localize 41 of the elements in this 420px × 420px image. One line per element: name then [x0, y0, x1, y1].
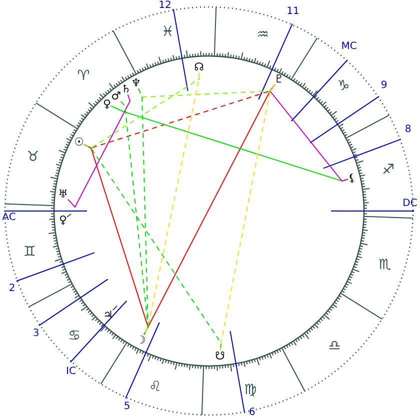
- zodiac-sign-glyph: ♓: [161, 24, 174, 39]
- angle-label: MC: [341, 42, 357, 52]
- zodiac-sign-glyph: ♈: [77, 69, 90, 84]
- planet-glyph: ♀: [58, 214, 68, 226]
- angle-label: IC: [66, 367, 76, 377]
- planet-glyph: ♂: [111, 90, 121, 102]
- angle-label: AC: [2, 213, 16, 223]
- house-number: 2: [8, 284, 16, 294]
- planet-glyph: ☽: [136, 334, 146, 346]
- planet-glyph: ☉: [74, 136, 84, 148]
- zodiac-sign-glyph: ♌: [148, 380, 162, 394]
- zodiac-sign-glyph: ♋: [68, 329, 81, 344]
- aspect-line: [144, 72, 200, 335]
- house-number: 5: [124, 402, 130, 412]
- house-number: 8: [404, 125, 412, 135]
- aspect-line: [220, 84, 276, 351]
- zodiac-sign-glyph: ♍: [244, 383, 257, 398]
- zodiac-sign-glyph: ♎: [328, 338, 341, 353]
- house-number: 11: [286, 7, 300, 17]
- planet-glyph: ♀: [102, 98, 112, 110]
- planet-glyph: ♇: [274, 74, 284, 84]
- planet-glyph: ⚸: [348, 172, 356, 184]
- zodiac-sign-glyph: ♉: [26, 150, 40, 164]
- aspect-line: [120, 101, 149, 335]
- house-number: 3: [32, 329, 40, 339]
- house-number: 12: [158, 1, 172, 11]
- zodiac-sign-glyph: ♒: [256, 28, 270, 42]
- planet-glyph: ☊: [194, 62, 204, 72]
- planet-glyph: ☋: [215, 350, 225, 362]
- zodiac-sign-glyph: ♑: [337, 78, 350, 92]
- planet-glyph: ♅: [58, 188, 68, 200]
- planet-glyph: ♄: [121, 84, 131, 94]
- planet-glyph: ♃: [103, 310, 113, 320]
- zodiac-sign-glyph: ♊: [23, 245, 36, 260]
- house-number: 6: [248, 408, 256, 418]
- planet-glyph: ♆: [131, 78, 141, 88]
- house-number: 9: [380, 81, 388, 91]
- zodiac-sign-glyph: ♏: [378, 258, 392, 272]
- angle-label: DC: [402, 199, 418, 209]
- aspect-line: [67, 94, 131, 208]
- zodiac-sign-glyph: ♐: [382, 162, 395, 177]
